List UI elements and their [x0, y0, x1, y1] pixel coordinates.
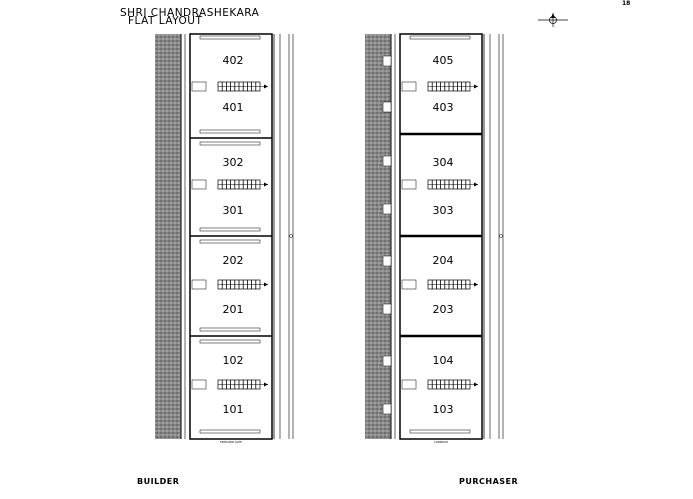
unit-number-label: 103	[433, 403, 454, 416]
block-caption: CORRIDOR	[434, 440, 448, 444]
road-strip	[365, 34, 391, 439]
right-block-details	[382, 35, 482, 434]
unit-number-label: 405	[433, 54, 454, 67]
unit-number-label: 101	[223, 403, 244, 416]
staircase	[191, 179, 268, 190]
project-title: SHRI CHANDRASHEKARA	[120, 7, 260, 19]
builder-label: BUILDER	[137, 477, 180, 486]
page-number: 18	[622, 0, 631, 7]
staircase	[191, 81, 268, 92]
block-caption: ENTRANCE GATE	[220, 440, 242, 444]
unit-number-label: 403	[433, 101, 454, 114]
unit-number-label: 402	[223, 54, 244, 67]
road-strip	[155, 34, 181, 439]
unit-number-label: 301	[223, 204, 244, 217]
unit-number-label: 102	[223, 354, 244, 367]
right-block	[365, 33, 504, 440]
purchaser-label: PURCHASER	[459, 477, 519, 486]
unit-number-label: 304	[433, 156, 454, 169]
unit-number-label: 302	[223, 156, 244, 169]
unit-number-label: 303	[433, 204, 454, 217]
unit-number-label: 204	[433, 254, 454, 267]
staircase	[401, 379, 478, 390]
staircase	[401, 179, 478, 190]
unit-number-label: 401	[223, 101, 244, 114]
staircase	[191, 279, 268, 290]
left-block-details	[190, 35, 272, 434]
unit-number-label: 203	[433, 303, 454, 316]
north-arrow-icon	[538, 13, 568, 27]
unit-number-label: 201	[223, 303, 244, 316]
staircase	[401, 279, 478, 290]
drawing-title: FLAT LAYOUT	[128, 15, 203, 27]
unit-number-label: 202	[223, 254, 244, 267]
staircase	[401, 81, 478, 92]
left-block	[155, 33, 294, 440]
unit-number-label: 104	[433, 354, 454, 367]
staircase	[191, 379, 268, 390]
